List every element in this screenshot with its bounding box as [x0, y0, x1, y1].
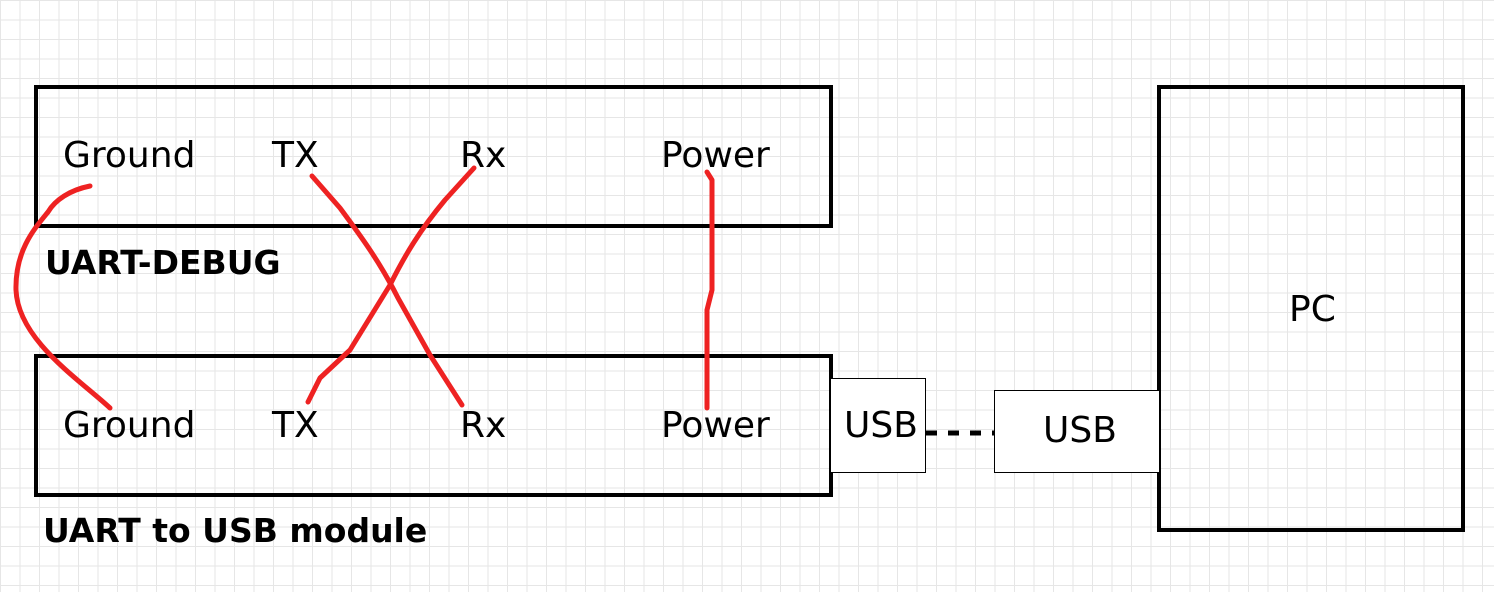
uart-debug-title: UART-DEBUG — [45, 243, 281, 282]
pc-usb-port — [994, 390, 1160, 473]
usb-module-pin-rx: Rx — [460, 405, 507, 446]
usb-module-pin-ground: Ground — [63, 405, 196, 446]
uart-debug-pin-tx: TX — [272, 135, 319, 176]
pc-box — [1157, 85, 1465, 532]
usb-module-pin-power: Power — [661, 405, 770, 446]
uart-debug-pin-rx: Rx — [460, 135, 507, 176]
uart-debug-pin-power: Power — [661, 135, 770, 176]
usb-module-pin-tx: TX — [272, 405, 319, 446]
tx-debug-to-rx-module-wire — [309, 173, 465, 408]
ground-wire — [13, 183, 113, 411]
uart-usb-module-title: UART to USB module — [43, 511, 428, 550]
uart-debug-pin-ground: Ground — [63, 135, 196, 176]
pc-usb-label: USB — [1043, 410, 1117, 451]
module-usb-port — [830, 378, 926, 473]
uart-debug-board — [34, 85, 833, 228]
power-wire — [704, 169, 715, 411]
pc-label: PC — [1289, 289, 1336, 330]
rx-debug-to-tx-module-wire — [305, 165, 477, 405]
module-usb-label: USB — [844, 405, 918, 446]
